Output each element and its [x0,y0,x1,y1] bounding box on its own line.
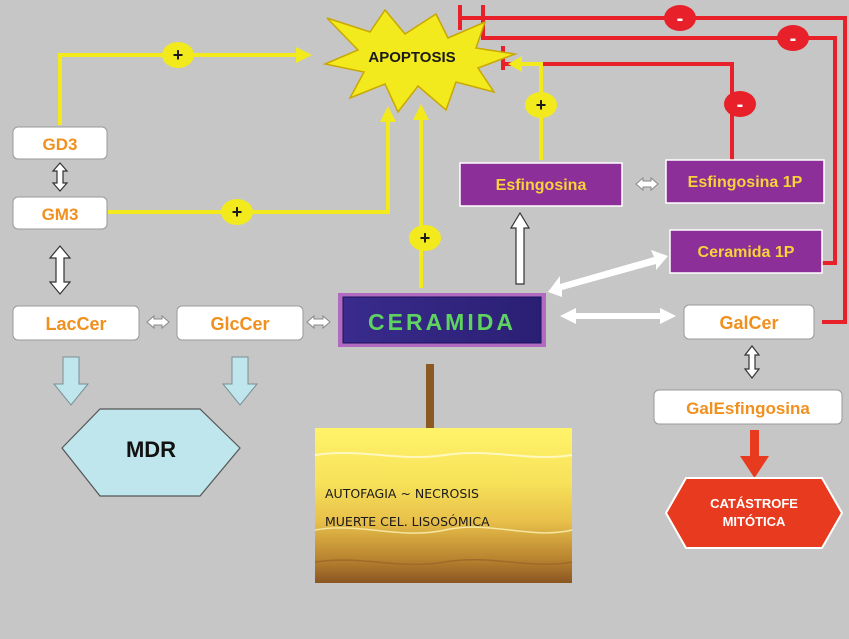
gd3-gm3-arrow [51,162,69,192]
esfingosina-s1p-arrow [635,176,659,192]
galesfingosina-label: GalEsfingosina [686,399,810,418]
svg-text:-: - [790,28,797,50]
minus-badge-esfingosina1p: - [724,91,756,117]
laccer-mdr-arrow [52,356,90,406]
glccer-label: GlcCer [210,314,269,334]
activation-arrowheads [296,47,522,122]
glccer-node: GlcCer [176,305,304,341]
gm3-laccer-arrow [48,245,72,295]
svg-text:+: + [173,45,184,65]
galesfingosina-node: GalEsfingosina [653,389,843,425]
plus-badge-gm3: + [221,199,253,225]
minus-badge-galcer: - [664,5,696,31]
svg-text:+: + [232,202,243,222]
mdr-node: MDR [61,408,241,497]
galcer-label: GalCer [719,313,778,333]
laccer-node: LacCer [12,305,140,341]
ceramida-1p-node: Ceramida 1P [669,229,823,274]
ceramida-c1p-arrow [548,250,668,297]
catastrofe-label-2: MITÓTICA [723,514,786,529]
galesfingosina-catastrofe-arrow [740,430,769,478]
esfingosina-label: Esfingosina [496,177,587,194]
plus-badge-ceramida: + [409,225,441,251]
esfingosina-1p-node: Esfingosina 1P [665,159,825,204]
gd3-node: GD3 [12,126,108,160]
plus-badge-gd3: + [162,42,194,68]
catastrofe-label-1: CATÁSTROFE [710,496,798,511]
glccer-mdr-arrow [221,356,259,406]
esfingosina-node: Esfingosina [459,162,623,207]
ceramida-1p-label: Ceramida 1P [698,244,795,261]
ceramida-galcer-arrow [560,308,676,324]
svg-text:+: + [420,228,431,248]
ceramida-label: CERAMIDA [368,309,516,335]
ceramida-esfingosina-arrow [509,211,531,285]
gd3-label: GD3 [43,135,78,154]
laccer-glccer-arrow [146,314,170,330]
esfingosina-1p-label: Esfingosina 1P [688,174,803,191]
galcer-node: GalCer [683,304,815,340]
apoptosis-node: APOPTOSIS [322,8,518,114]
mdr-label: MDR [126,437,176,462]
laccer-label: LacCer [45,314,106,334]
svg-text:-: - [677,8,684,30]
galcer-galesfingosina-arrow [743,345,761,379]
gm3-label: GM3 [42,205,79,224]
plus-badge-esfingosina: + [525,92,557,118]
svg-text:+: + [536,95,547,115]
glccer-ceramida-arrow [306,314,331,330]
autofagia-label-1: AUTOFAGIA ~ NECROSIS [325,486,479,501]
svg-text:-: - [737,94,744,116]
autofagia-node: AUTOFAGIA ~ NECROSIS MUERTE CEL. LISOSÓM… [314,428,573,583]
catastrofe-node: CATÁSTROFE MITÓTICA [664,477,844,549]
gm3-node: GM3 [12,196,108,230]
activation-lines [58,53,543,288]
minus-badge-ceramida1p: - [777,25,809,51]
apoptosis-label: APOPTOSIS [368,49,455,66]
ceramida-node: CERAMIDA [338,293,546,347]
autofagia-label-2: MUERTE CEL. LISOSÓMICA [325,514,490,529]
